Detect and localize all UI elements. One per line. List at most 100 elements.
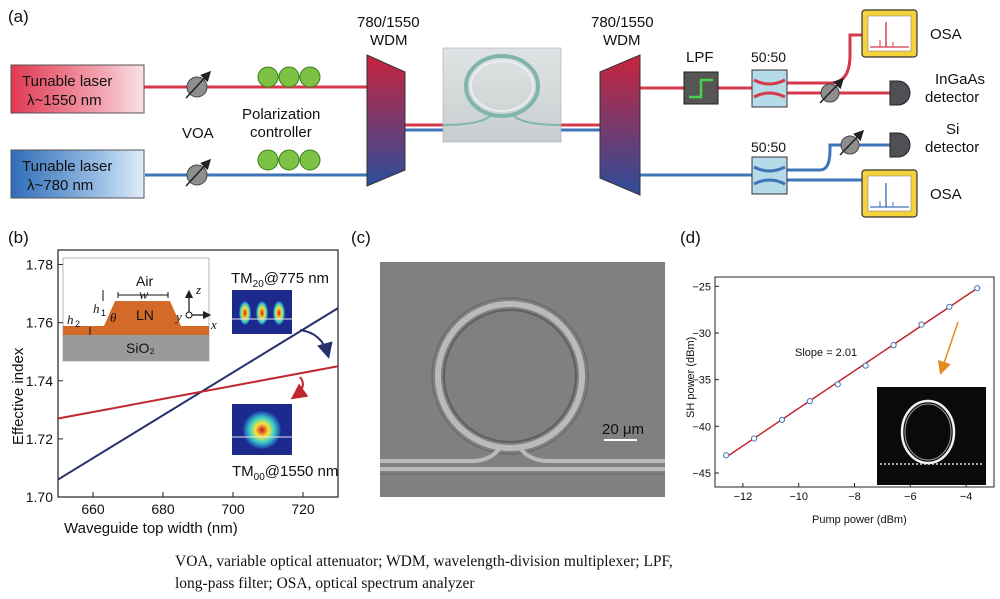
inset-sio2: SiO₂ <box>126 340 155 356</box>
b-xtick-label: 680 <box>151 501 175 517</box>
laser-1550-line2: λ~1550 nm <box>27 92 102 109</box>
inset-ln: LN <box>136 307 154 323</box>
lpf-icon <box>689 78 713 99</box>
ingaas-line1: InGaAs <box>935 71 985 88</box>
d-data-point <box>806 398 813 405</box>
b-ytick-label: 1.78 <box>26 257 53 273</box>
b-plot-frame <box>57 249 339 498</box>
laser-1550-box <box>10 64 145 114</box>
caption-line-1: VOA, variable optical attenuator; WDM, w… <box>175 553 673 570</box>
splitter-bottom <box>751 156 788 195</box>
b-ytick-label: 1.74 <box>26 373 53 389</box>
d-data-point <box>946 303 953 310</box>
red-beam-osa <box>787 33 862 85</box>
slope-annotation: Slope = 2.01 <box>795 347 857 359</box>
d-ylabel: SH power (dBm) <box>685 337 697 418</box>
tm20-arrow <box>299 329 333 359</box>
d-data-point <box>862 362 869 369</box>
d-xtick-label: −10 <box>789 491 808 503</box>
osa-bottom-icon <box>861 169 918 218</box>
b-ytick-label: 1.70 <box>26 489 53 505</box>
scale-label: 20 μm <box>602 421 644 438</box>
b-series-line-tm00 <box>57 365 339 420</box>
ingaas-line2: detector <box>925 89 979 106</box>
panel-label-b: (b) <box>8 228 29 247</box>
splitter-top <box>751 69 788 108</box>
tm20-label: TM20@775 nm <box>231 270 329 290</box>
panel-label-a: (a) <box>8 7 29 26</box>
inset-z: z <box>195 282 201 297</box>
mode-profile-tm20 <box>232 290 292 334</box>
laser-780-line2: λ~780 nm <box>27 177 93 194</box>
tm00-arrow <box>290 376 309 400</box>
wdm-left <box>366 54 406 187</box>
inset-h1-sub: 1 <box>101 308 106 318</box>
b-ytick-label: 1.76 <box>26 315 53 331</box>
wdm-left-line1: 780/1550 <box>357 14 420 31</box>
osa-top-icon <box>861 9 918 58</box>
wdm-right-line2: WDM <box>603 32 641 49</box>
d-callout-arrow <box>937 321 959 375</box>
d-data-point <box>918 321 925 328</box>
d-ytick-label: −40 <box>692 421 711 433</box>
sh-ring-image <box>877 387 986 485</box>
wdm-right-line1: 780/1550 <box>591 14 654 31</box>
mode-profile-tm00 <box>232 404 292 455</box>
panel-label-d: (d) <box>680 228 701 247</box>
laser-1550-line1: Tunable laser <box>22 73 112 90</box>
d-ytick-label: −35 <box>692 375 711 387</box>
sem-image: 20 μm <box>380 262 665 497</box>
splitter-bottom-label: 50:50 <box>751 139 786 155</box>
voa-icon-blue-out <box>839 129 865 156</box>
d-ytick-label: −25 <box>692 281 711 293</box>
b-ylabel: Effective index <box>10 347 27 445</box>
b-ytick-label: 1.72 <box>26 431 53 447</box>
inset-w: w <box>139 288 149 303</box>
wdm-left-line2: WDM <box>370 32 408 49</box>
voa-icon-red-out <box>819 77 845 104</box>
laser-780-box <box>10 149 145 199</box>
inset-h1: h <box>93 301 100 316</box>
b-xtick-label: 660 <box>81 501 105 517</box>
d-xtick-label: −6 <box>904 491 917 503</box>
splitter-top-label: 50:50 <box>751 49 786 65</box>
d-ytick-label: −45 <box>692 468 711 480</box>
wdm-right <box>599 54 641 196</box>
d-data-point <box>834 381 841 388</box>
b-waveguide-inset: Air LN SiO₂ w h 1 h 2 θ z y x <box>62 257 217 362</box>
blue-beam-si <box>787 143 890 172</box>
voa-icon-red <box>185 70 212 99</box>
chart-d: −12−10−8−6−4−45−40−35−30−25 <box>692 276 995 503</box>
d-data-point <box>890 342 897 349</box>
d-xtick-label: −4 <box>960 491 973 503</box>
voa-icon-blue <box>185 158 212 187</box>
b-xlabel: Waveguide top width (nm) <box>64 520 238 537</box>
laser-780-line1: Tunable laser <box>22 158 112 175</box>
chip-image <box>442 47 562 143</box>
d-ytick-label: −30 <box>692 328 711 340</box>
d-data-point <box>723 452 730 459</box>
polarization-line2: controller <box>250 124 312 141</box>
osa-bottom-label: OSA <box>930 186 962 203</box>
d-data-point <box>750 435 758 442</box>
lpf-label: LPF <box>686 49 714 66</box>
b-xtick-label: 720 <box>291 501 315 517</box>
d-fit-line <box>725 287 978 458</box>
panel-label-c: (c) <box>351 228 371 247</box>
d-xtick-label: −8 <box>848 491 861 503</box>
polarization-controller-red <box>257 66 321 88</box>
b-series-line-tm20 <box>57 307 339 481</box>
voa-label: VOA <box>182 125 214 142</box>
inset-theta: θ <box>110 310 117 325</box>
inset-air: Air <box>136 273 153 289</box>
b-xtick-label: 700 <box>221 501 245 517</box>
inset-y: y <box>174 309 182 324</box>
tm00-label: TM00@1550 nm <box>232 463 338 483</box>
si-line2: detector <box>925 139 979 156</box>
si-detector-icon <box>889 132 911 158</box>
d-data-point <box>974 285 981 292</box>
inset-h2: h <box>67 312 74 327</box>
inset-h2-sub: 2 <box>75 319 80 329</box>
si-line1: Si <box>946 121 959 138</box>
